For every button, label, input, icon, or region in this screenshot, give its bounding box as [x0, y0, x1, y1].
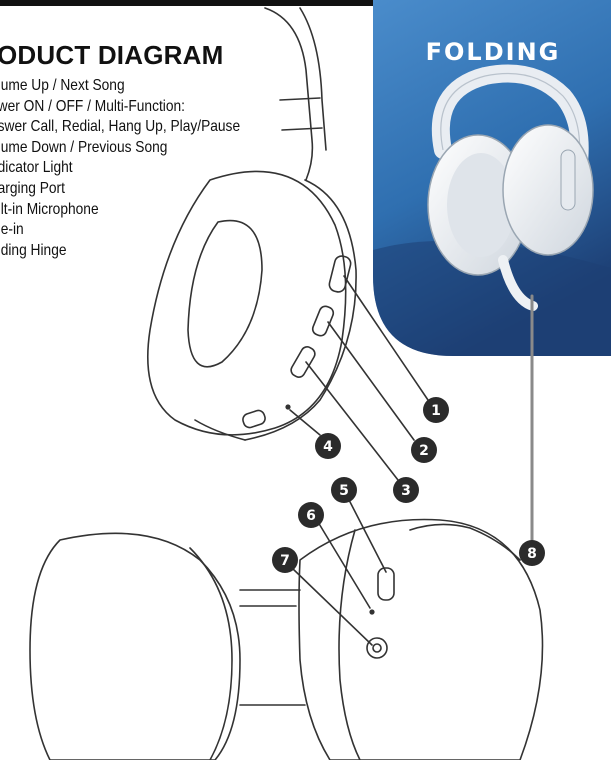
folded-cup-buttons	[560, 149, 576, 211]
leader-line-1	[343, 275, 429, 401]
feature-list: olume Up / Next Song ower ON / OFF / Mul…	[0, 76, 240, 261]
feature-item: uilt-in Microphone	[0, 200, 99, 218]
charging-port	[377, 567, 395, 601]
microphone-hole	[369, 609, 375, 615]
ear-cup-shell	[244, 179, 357, 441]
feature-item: ndicator Light	[0, 159, 73, 177]
svg-text:2: 2	[419, 443, 429, 459]
callout-1: 1	[423, 397, 449, 423]
folding-label: FOLDING	[425, 38, 561, 66]
headband-inner	[299, 7, 327, 151]
feature-item: nswer Call, Redial, Hang Up, Play/Pause	[0, 118, 241, 136]
svg-text:3: 3	[401, 483, 411, 499]
callout-2: 2	[411, 437, 437, 463]
svg-text:1: 1	[431, 403, 441, 419]
callout-8: 8	[519, 540, 545, 566]
line-in-jack	[366, 637, 388, 659]
callout-3: 3	[393, 477, 419, 503]
volume-down-button	[290, 346, 316, 378]
bottom-cup-right	[298, 518, 544, 760]
svg-text:7: 7	[280, 553, 290, 569]
svg-text:8: 8	[527, 546, 537, 562]
callout-7: 7	[272, 547, 298, 573]
indicator-light-dot	[285, 404, 291, 410]
panel-wave	[373, 240, 611, 356]
feature-item: ine-in	[0, 221, 24, 239]
headband-slider	[279, 97, 323, 131]
bottom-cup-right-top	[409, 523, 521, 561]
feature-item: olume Up / Next Song	[0, 77, 125, 94]
folding-panel: FOLDING	[373, 0, 611, 356]
callout-4: 4	[315, 433, 341, 459]
charging-port-side	[242, 409, 266, 429]
leader-line-5	[347, 497, 387, 573]
ear-cup-pad	[147, 170, 347, 436]
bottom-headband	[239, 589, 306, 706]
headband-outline	[264, 7, 314, 181]
feature-item: harging Port	[0, 179, 65, 197]
ear-cup-bottom	[194, 419, 246, 441]
callout-6: 6	[298, 502, 324, 528]
leader-line-6	[317, 521, 371, 609]
leader-line-4	[289, 409, 321, 436]
volume-up-button	[328, 255, 352, 293]
top-border	[0, 0, 611, 6]
callout-5: 5	[331, 477, 357, 503]
line-in-jack-inner	[372, 643, 382, 653]
svg-text:5: 5	[339, 483, 349, 499]
feature-item: olding Hinge	[0, 241, 67, 259]
svg-text:6: 6	[306, 508, 316, 524]
bottom-cup-left	[29, 532, 241, 760]
folding-panel-art	[373, 0, 611, 356]
leader-line-2	[327, 321, 415, 441]
ear-cup-opening	[187, 219, 263, 368]
folded-hinge-arm	[498, 255, 538, 311]
folded-cup-left-pad	[447, 153, 515, 257]
feature-item: ower ON / OFF / Multi-Function:	[0, 97, 185, 115]
page-title: RODUCT DIAGRAM	[0, 40, 224, 70]
headband-edge	[440, 72, 581, 171]
feature-item: olume Down / Previous Song	[0, 138, 168, 156]
svg-text:4: 4	[323, 439, 333, 455]
bottom-cup-left-rim	[189, 547, 233, 760]
bottom-cup-right-rim	[338, 529, 361, 760]
power-button	[311, 305, 335, 337]
leader-line-3	[305, 361, 399, 481]
leader-line-7	[291, 567, 373, 646]
